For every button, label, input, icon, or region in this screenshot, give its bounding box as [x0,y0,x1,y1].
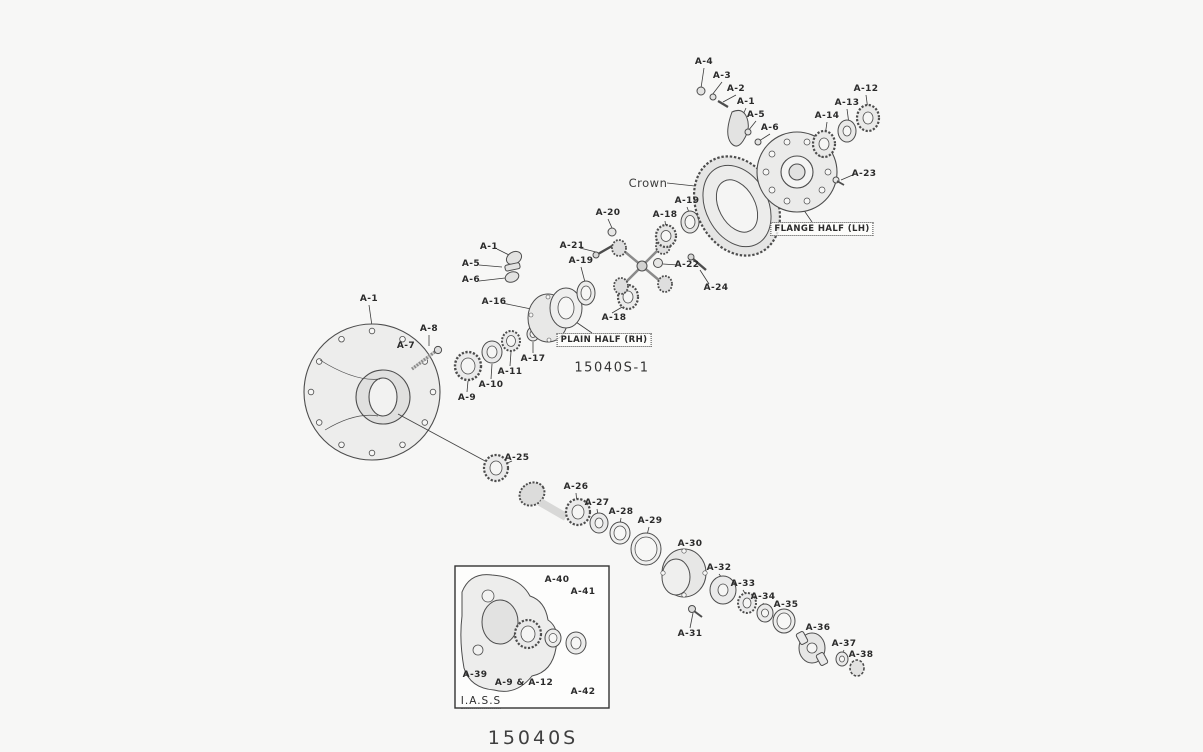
plain-half-rh-label: PLAIN HALF (RH) [556,333,652,347]
inset-caption: I.A.S.S [460,695,502,709]
part-label: A-17 [520,354,546,364]
page-title: 15040S [487,727,579,749]
part-washer-a19-lower [576,280,640,311]
part-label: A-20 [595,208,621,218]
part-plain-half-case [527,287,583,343]
part-label: A-4 [694,57,714,67]
part-label: A-3 [712,71,732,81]
part-label: A-29 [637,516,663,526]
part-pinion-chain [482,453,865,677]
part-label: A-37 [831,639,857,649]
part-label: A-5 [746,110,766,120]
part-label: A-13 [834,98,860,108]
part-label: A-1 [736,97,756,107]
part-carrier-housing [303,323,441,461]
part-label: A-25 [504,453,530,463]
part-label: A-16 [481,297,507,307]
part-label: A-9 [457,393,477,403]
part-label: A-6 [760,123,780,133]
part-label: A-34 [750,592,776,602]
part-label: A-35 [773,600,799,610]
part-label: A-7 [396,341,416,351]
figure-code: 15040S-1 [574,360,650,376]
part-label: A-9 & A-12 [494,678,554,688]
part-label: A-32 [706,563,732,573]
part-label: A-31 [677,629,703,639]
part-label: A-22 [674,260,700,270]
part-spider-assembly [611,237,673,295]
part-bolt-a7 [411,345,443,371]
part-label: A-5 [461,259,481,269]
part-label: A-36 [805,623,831,633]
part-label: A-11 [497,367,523,377]
part-label: A-30 [677,539,703,549]
flange-half-lh-label: FLANGE HALF (LH) [770,222,874,236]
part-label: A-14 [814,111,840,121]
part-label: A-21 [559,241,585,251]
part-label: A-41 [570,587,596,597]
part-label: A-38 [848,650,874,660]
axis-line [397,413,488,463]
part-bracket-top [696,86,762,147]
part-label: A-39 [462,670,488,680]
part-gear-chain-right [811,103,881,186]
part-label: A-33 [730,579,756,589]
part-label: A-26 [563,482,589,492]
inset-box [454,565,610,709]
part-label: A-24 [703,283,729,293]
part-bracket-middle [504,250,523,283]
part-label: A-10 [478,380,504,390]
part-label: A-8 [419,324,439,334]
part-label: A-6 [461,275,481,285]
part-label: A-18 [601,313,627,323]
part-label: A-12 [853,84,879,94]
part-label: A-27 [584,498,610,508]
part-label: A-19 [568,256,594,266]
part-label: A-40 [544,575,570,585]
part-bearing-chain-left [453,326,540,382]
part-label: A-2 [726,84,746,94]
part-label: A-1 [359,294,379,304]
part-label: A-28 [608,507,634,517]
part-label: A-23 [851,169,877,179]
part-label: A-19 [674,196,700,206]
part-label: A-1 [479,242,499,252]
crown-gear-label: Crown [628,176,668,190]
part-small-middle-top [592,210,707,271]
part-label: A-18 [652,210,678,220]
part-label: A-42 [570,687,596,697]
